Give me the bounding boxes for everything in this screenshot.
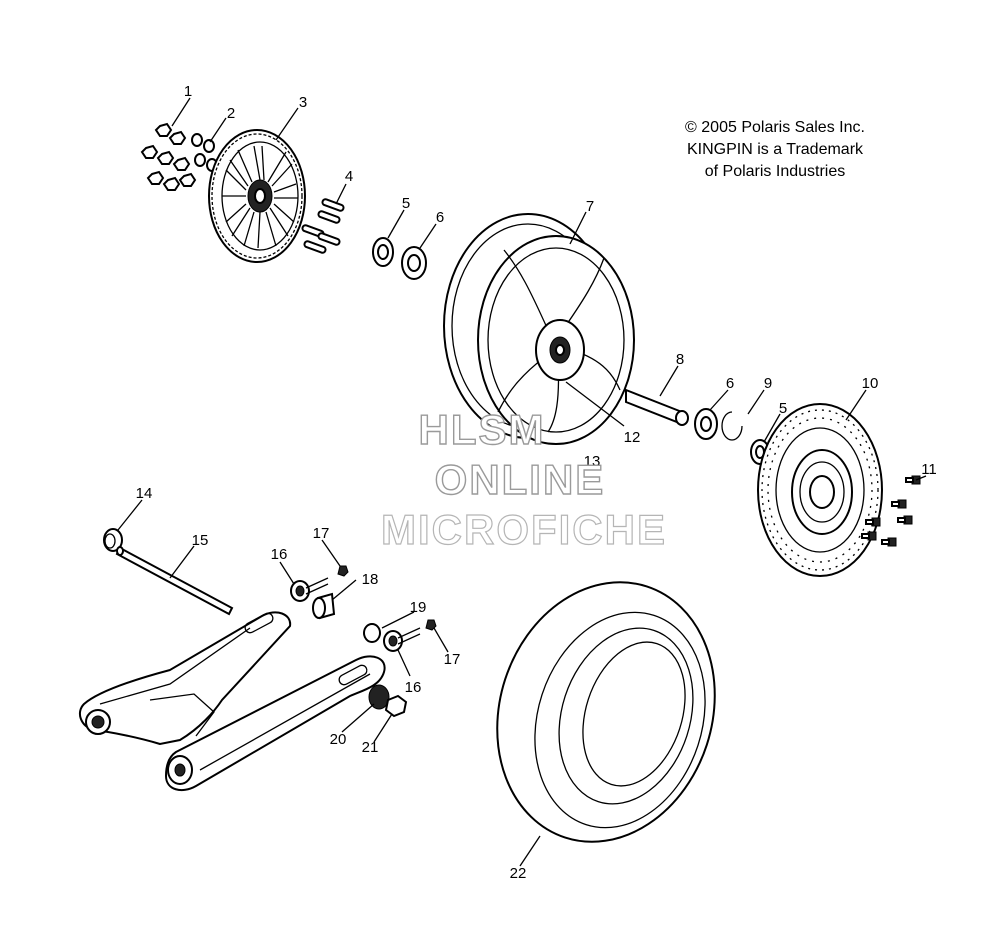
axle-part-15 [115, 546, 234, 616]
callout-3: 3 [299, 94, 307, 111]
circlip-part-9 [721, 411, 743, 441]
adjuster-block-part-16 [290, 577, 329, 602]
callout-1: 1 [184, 83, 192, 100]
sprocket-part-3 [208, 129, 306, 263]
spacer-part-18 [312, 592, 336, 620]
trademark-owner-line: of Polaris Industries [704, 163, 846, 180]
swingarm [78, 611, 386, 792]
bearing-part-6-second [694, 408, 718, 440]
callout-18: 18 [362, 571, 379, 588]
callout-11: 11 [921, 461, 937, 478]
callout-16: 16 [271, 546, 288, 563]
callout-12: 12 [624, 429, 641, 446]
spacer-part-19 [363, 623, 381, 643]
callout-17-second: 17 [444, 651, 461, 668]
nuts-part-1 [140, 122, 197, 191]
callout-14: 14 [136, 485, 153, 502]
callout-21: 21 [362, 739, 379, 756]
bolts-part-11 [861, 475, 921, 547]
washers-part-2 [191, 133, 218, 172]
cap-part-14 [103, 528, 123, 552]
callout-6-second: 6 [726, 375, 734, 392]
trademark-line: KINGPIN is a Trademark [686, 141, 864, 158]
adjuster-block-part-16-second [383, 627, 421, 652]
callout-7: 7 [586, 198, 594, 215]
studs-part-4 [301, 198, 345, 254]
leader-lines [117, 97, 927, 867]
callout-15: 15 [192, 532, 209, 549]
washer-part-20 [368, 684, 390, 710]
watermark-hlsm: HLSM [418, 405, 546, 453]
callout-10: 10 [862, 375, 879, 392]
callout-5: 5 [402, 195, 410, 212]
callout-13: 13 [584, 453, 601, 470]
callout-4: 4 [345, 168, 353, 185]
callout-22: 22 [510, 865, 527, 882]
callout-17: 17 [313, 525, 330, 542]
callout-20: 20 [330, 731, 347, 748]
callout-8: 8 [676, 351, 684, 368]
callout-16-second: 16 [405, 679, 422, 696]
nut-part-17 [337, 565, 349, 577]
nut-part-21 [384, 694, 408, 718]
callout-2: 2 [227, 105, 235, 122]
callout-9: 9 [764, 375, 772, 392]
seal-part-5 [372, 237, 394, 267]
spacer-part-8 [625, 388, 689, 426]
copyright-line: © 2005 Polaris Sales Inc. [685, 119, 865, 136]
watermark-microfiche: MICROFICHE [380, 505, 667, 553]
bearing-part-6 [401, 246, 427, 280]
brake-disc-part-10 [757, 403, 883, 577]
callout-5-second: 5 [779, 400, 787, 417]
tire-part-22 [496, 581, 716, 843]
callout-19: 19 [410, 599, 427, 616]
watermark-online: ONLINE [434, 455, 606, 503]
callouts: 1 2 3 4 5 6 7 8 6 9 10 5 11 12 13 14 15 … [136, 83, 937, 882]
wheel-part-7 [443, 213, 635, 445]
callout-6: 6 [436, 209, 444, 226]
copyright-notice: © 2005 Polaris Sales Inc. KINGPIN is a T… [640, 117, 910, 183]
